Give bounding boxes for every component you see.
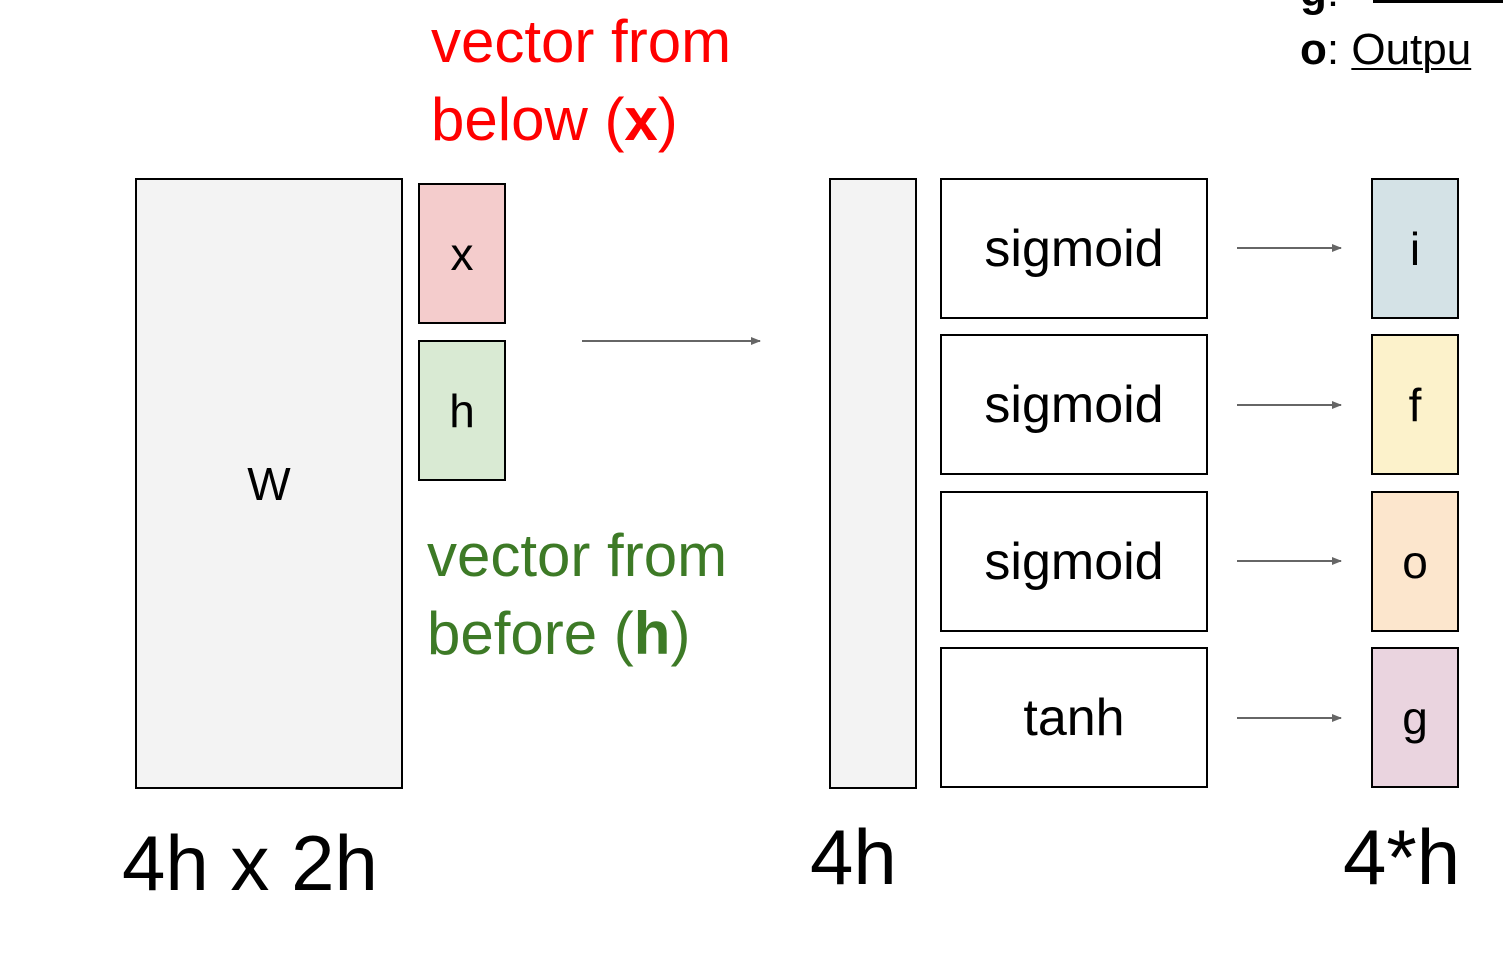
h-note-close: ) (670, 600, 691, 667)
legend-o-line: o: Outpu (1300, 28, 1471, 72)
x-note-line1: vector from (431, 8, 732, 75)
gate-fn-2: sigmoid (940, 491, 1208, 632)
legend-g-sep: : (1327, 0, 1339, 16)
h-note-var: h (633, 600, 671, 667)
legend-o-label: Outpu (1351, 25, 1472, 74)
legend-g-underline (1373, 0, 1503, 3)
x-vector: x (418, 183, 506, 324)
output-dims: 4*h (1343, 813, 1461, 901)
h-note-line2: before (h) (427, 588, 727, 680)
gate-fn-0: sigmoid (940, 178, 1208, 319)
weight-matrix-dims: 4h x 2h (122, 819, 378, 907)
h-vector: h (418, 340, 506, 481)
h-note-line1: vector from (427, 522, 728, 589)
gate-out-label-0: i (1409, 222, 1421, 275)
gate-fn-3: tanh (940, 647, 1208, 788)
preactivation-vector (829, 178, 917, 789)
h-note-prefix: before ( (427, 600, 634, 667)
gate-out-0: i (1371, 178, 1459, 319)
gate-fn-label-0: sigmoid (984, 219, 1164, 278)
legend-g-line: g: (1300, 0, 1503, 14)
gate-out-1: f (1371, 334, 1459, 475)
h-vector-label: h (449, 384, 475, 437)
x-vector-label: x (450, 227, 474, 280)
legend-o-sep: : (1326, 25, 1352, 74)
gate-out-label-3: g (1402, 691, 1428, 744)
gate-out-label-2: o (1402, 535, 1428, 588)
legend-o-key: o (1300, 25, 1327, 74)
gate-fn-label-3: tanh (1023, 688, 1125, 747)
preactivation-dims: 4h (810, 813, 897, 901)
weight-matrix-label: W (247, 457, 291, 510)
x-note-close: ) (657, 86, 678, 153)
gate-fn-1: sigmoid (940, 334, 1208, 475)
x-note-prefix: below ( (431, 86, 625, 153)
h-vector-note: vector from before (h) (427, 524, 727, 680)
x-note-var: x (624, 86, 658, 153)
legend-g-key: g (1300, 0, 1327, 16)
gate-out-3: g (1371, 647, 1459, 788)
weight-matrix: W (135, 178, 403, 789)
x-note-line2: below (x) (431, 74, 731, 166)
gate-out-label-1: f (1408, 378, 1422, 431)
gate-fn-label-1: sigmoid (984, 375, 1164, 434)
gate-out-2: o (1371, 491, 1459, 632)
gate-fn-label-2: sigmoid (984, 532, 1164, 591)
x-vector-note: vector from below (x) (431, 10, 731, 166)
